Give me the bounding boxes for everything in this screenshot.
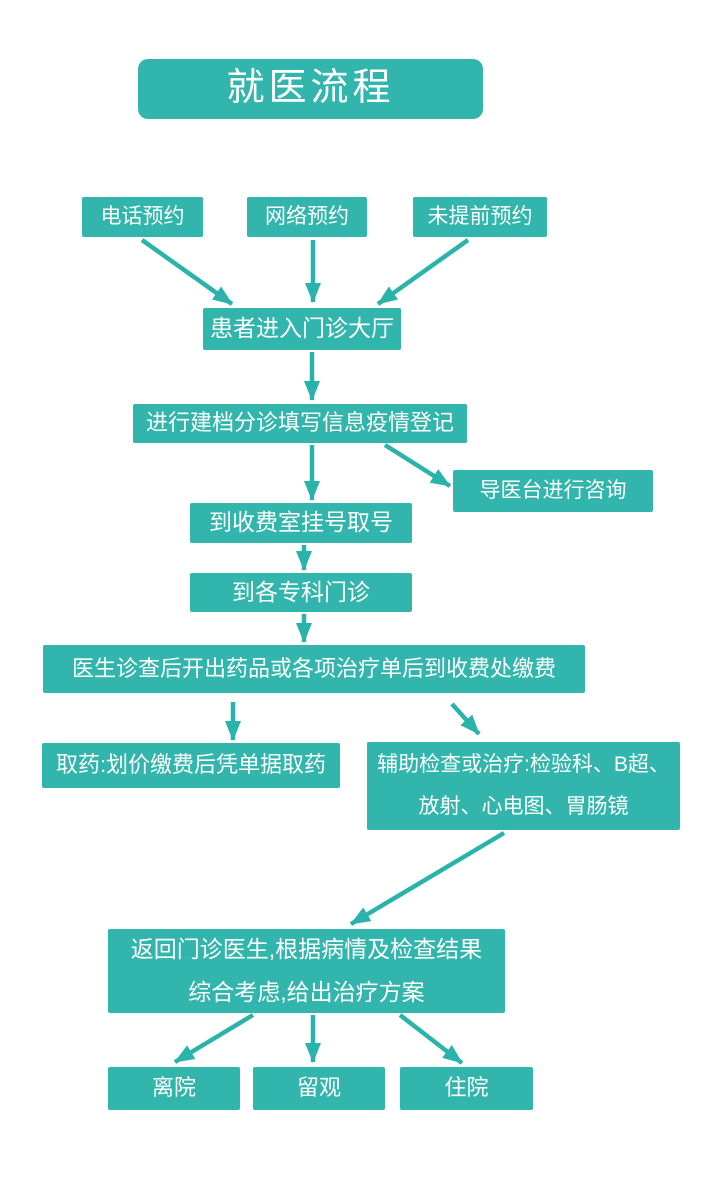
- node-pharmacy: 取药:划价缴费后凭单据取药: [42, 743, 340, 788]
- node-fee-window: 到收费室挂号取号: [190, 503, 412, 543]
- arrow-doctor-to-auxiliary: [450, 702, 481, 736]
- node-guide-desk: 导医台进行咨询: [453, 470, 653, 512]
- node-phone-appointment: 电话预约: [82, 197, 203, 237]
- node-walk-in: 未提前预约: [413, 197, 547, 237]
- flowchart-title: 就医流程: [138, 59, 483, 119]
- node-admission: 住院: [400, 1067, 533, 1110]
- node-return-to-doctor: 返回门诊医生,根据病情及检查结果 综合考虑,给出治疗方案: [108, 929, 505, 1013]
- node-doctor-diagnosis: 医生诊查后开出药品或各项治疗单后到收费处缴费: [43, 645, 585, 693]
- auxiliary-exam-line-1: 辅助检查或治疗:检验科、B超、: [377, 753, 670, 776]
- arrow-registration-to-guide: [383, 443, 452, 488]
- arrow-return-to-discharge: [173, 1013, 255, 1064]
- node-specialist-clinic: 到各专科门诊: [190, 573, 412, 612]
- arrow-walkin-to-hall: [376, 238, 470, 306]
- node-discharge: 离院: [108, 1067, 240, 1110]
- node-observation: 留观: [253, 1067, 385, 1110]
- arrow-auxiliary-to-return: [349, 831, 506, 926]
- return-to-doctor-line-1: 返回门诊医生,根据病情及检查结果: [130, 936, 483, 963]
- node-online-appointment: 网络预约: [247, 197, 367, 237]
- node-enter-outpatient-hall: 患者进入门诊大厅: [203, 308, 401, 350]
- return-to-doctor-line-2: 综合考虑,给出治疗方案: [188, 979, 425, 1005]
- arrow-return-to-admission: [398, 1013, 464, 1065]
- auxiliary-exam-line-2: 放射、心电图、胃肠镜: [418, 795, 629, 818]
- node-registration-triage: 进行建档分诊填写信息疫情登记: [133, 404, 467, 443]
- node-auxiliary-exam: 辅助检查或治疗:检验科、B超、 放射、心电图、胃肠镜: [367, 742, 680, 830]
- arrow-phone-to-hall: [140, 238, 234, 306]
